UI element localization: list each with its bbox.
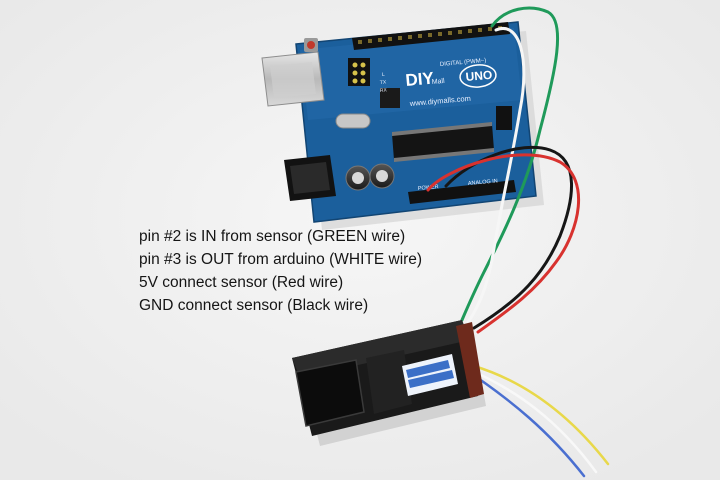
wires [426,6,610,478]
model-label: UNO [465,68,493,84]
caption-line-white: pin #3 is OUT from arduino (WHITE wire) [139,251,423,268]
tx-led-label: TX [380,79,388,86]
sensor-label-sticker [402,354,458,396]
brand-logo: DIY [405,69,436,90]
atmega-chip [392,122,494,162]
yellow-wire [472,364,610,466]
wiring-caption: pin #2 is IN from sensor (GREEN wire) pi… [139,225,422,317]
white-wire-2 [468,368,598,474]
blue-wire [470,372,586,478]
model-badge: UNO [459,64,497,88]
caption-line-black: GND connect sensor (Black wire) [139,297,369,314]
rx-led-label: RX [380,87,388,94]
brand-mall: Mall [432,78,446,86]
usb-chip [380,88,400,108]
pin13-led-label: L [382,72,386,78]
power-analog-header [408,180,516,204]
caption-line-green: pin #2 is IN from sensor (GREEN wire) [139,228,406,245]
arduino-board: DIY Mall UNO DIGITAL (PWM~) www.diymalls… [261,21,544,230]
crystal [335,113,371,129]
red-wire [426,153,581,334]
icsp2-header [496,106,512,130]
digital-label: DIGITAL (PWM~) [440,58,487,68]
power-jack [284,155,336,201]
icsp-header [348,58,370,86]
scan-window [295,359,365,427]
analog-label: ANALOG IN [468,178,498,187]
caption-line-red: 5V connect sensor (Red wire) [139,274,344,291]
sensor-connector [456,322,484,398]
black-wire [444,145,574,330]
capacitors [345,163,395,191]
green-wire [460,6,560,322]
white-wire [466,26,526,324]
fingerprint-sensor [292,320,486,446]
usb-connector [261,51,325,107]
digital-header [352,22,510,50]
